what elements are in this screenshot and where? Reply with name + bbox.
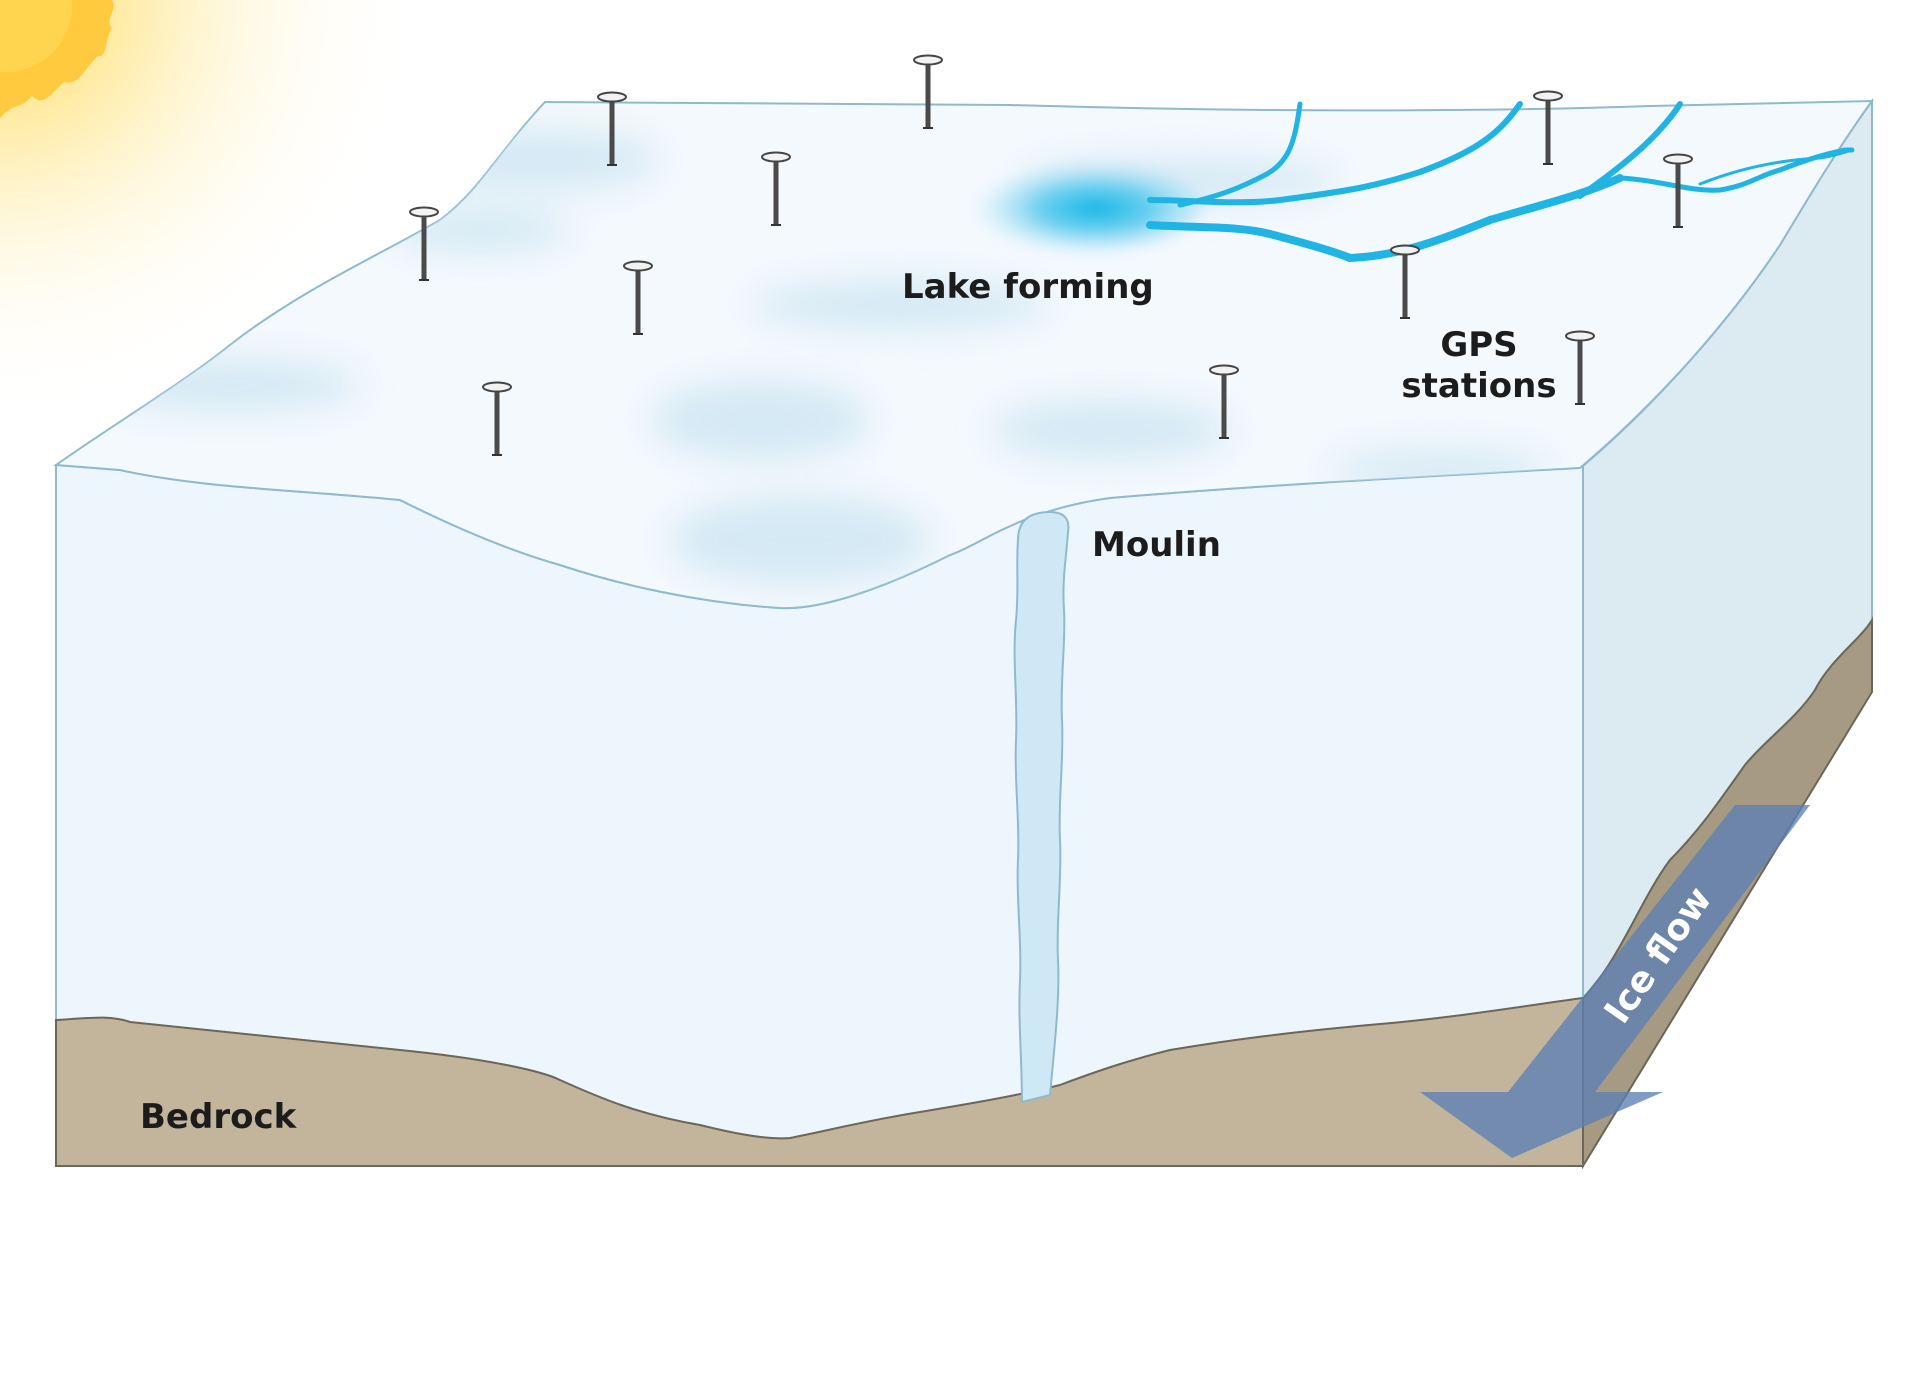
- label-gps: GPS: [1440, 325, 1517, 365]
- ice-flow-arrow-icon: [1420, 805, 1810, 1158]
- bedrock-front-face: [55, 996, 1584, 1167]
- gps-station-icon: [1533, 90, 1563, 165]
- gps-station-icon: [623, 260, 653, 335]
- gps-station-icon: [482, 381, 512, 456]
- label-lake-forming: Lake forming: [902, 267, 1154, 307]
- gps-stations: [409, 54, 1693, 456]
- gps-station-icon: [597, 91, 627, 166]
- gps-station-icon: [913, 54, 943, 129]
- label-bedrock: Bedrock: [140, 1097, 298, 1137]
- gps-station-icon: [1663, 153, 1693, 228]
- label-gps-stations: stations: [1401, 366, 1556, 406]
- gps-station-icon: [409, 206, 439, 281]
- meltwater-lake: [956, 159, 1210, 258]
- meltwater-channels: [1146, 101, 1855, 262]
- gps-station-icon: [1390, 244, 1420, 319]
- gps-station-icon: [1209, 364, 1239, 439]
- sun-glow: [0, 0, 420, 420]
- sun-icon: [0, 0, 114, 118]
- gps-station-icon: [1565, 330, 1595, 405]
- surface-shading: [100, 130, 1550, 585]
- moulin: [1013, 510, 1070, 1104]
- gps-station-icon: [761, 151, 791, 226]
- label-moulin: Moulin: [1092, 525, 1221, 565]
